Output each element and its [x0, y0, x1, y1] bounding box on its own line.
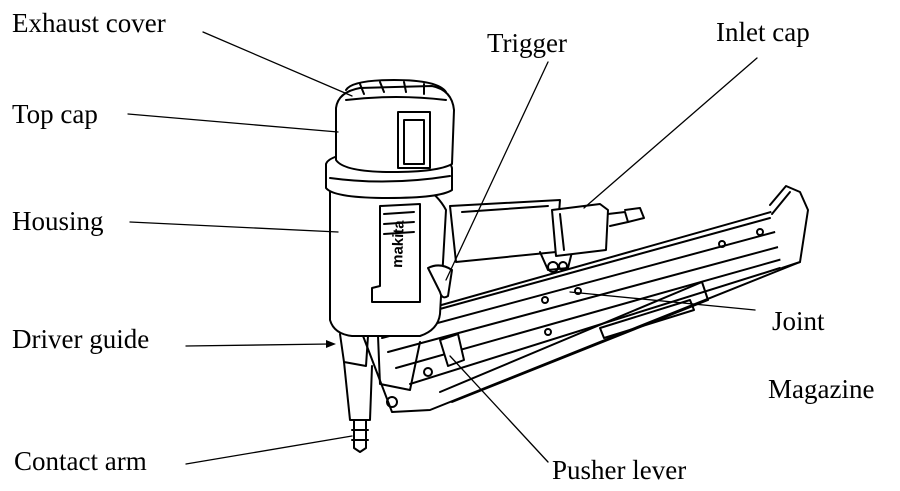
label-inlet-cap: Inlet cap: [716, 17, 810, 47]
label-trigger: Trigger: [487, 28, 568, 58]
brand-mark: makita: [389, 219, 408, 268]
leader-lines: [127, 31, 758, 465]
label-joint: Joint: [772, 306, 825, 336]
label-top-cap: Top cap: [12, 99, 98, 129]
inlet-cap-assembly: [551, 203, 645, 257]
label-magazine: Magazine: [768, 374, 875, 404]
label-driver-guide: Driver guide: [12, 324, 150, 354]
label-pusher-lever: Pusher lever: [552, 455, 687, 485]
label-housing: Housing: [12, 206, 104, 236]
housing-body: [325, 79, 465, 453]
label-contact-arm: Contact arm: [14, 446, 147, 476]
label-exhaust-cover: Exhaust cover: [12, 8, 166, 38]
